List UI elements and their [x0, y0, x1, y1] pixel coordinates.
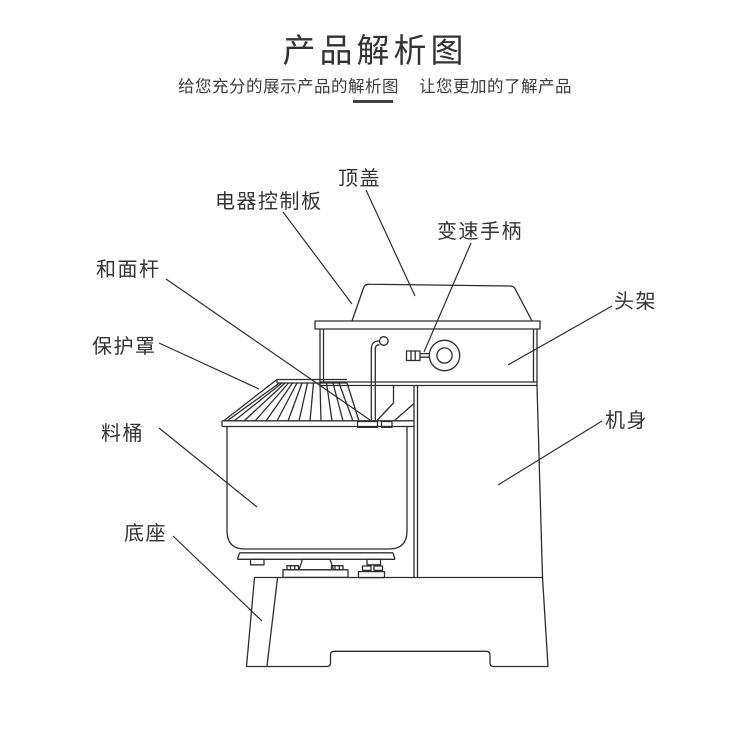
page-subtitle: 给您充分的展示产品的解析图 让您更加的了解产品 [0, 73, 750, 97]
handle-hub-inner-circle [436, 347, 453, 364]
label-protective-cover: 保护罩 [92, 336, 157, 358]
machine-body-column [413, 385, 544, 578]
pedestal-plate [282, 569, 349, 579]
leader-dough-rod [165, 278, 371, 421]
subtitle-left: 给您充分的展示产品的解析图 [178, 78, 399, 96]
bowl-pedestal [236, 552, 396, 579]
label-speed-handle: 变速手柄 [437, 221, 523, 243]
subtitle-right: 让您更加的了解产品 [419, 78, 572, 96]
pedestal-bracket-right [357, 570, 386, 579]
bowl-rim-band [221, 420, 414, 428]
base-shape [245, 576, 549, 668]
guard-left-outline [223, 378, 280, 422]
label-dough-rod: 和面杆 [96, 259, 161, 281]
head-frame-box [319, 329, 538, 387]
label-top-cover: 顶盖 [338, 168, 381, 190]
leader-base [172, 535, 263, 622]
dough-rod-shape [356, 336, 393, 428]
leader-lines [158, 189, 613, 622]
pedestal-foot-right [366, 558, 382, 566]
leader-speed-handle [423, 242, 472, 353]
label-base: 底座 [124, 523, 167, 545]
material-barrel-shape [226, 426, 408, 550]
speed-handle-shape [405, 339, 461, 372]
guard-right-outline [346, 382, 360, 422]
leader-head-frame [507, 305, 613, 366]
leader-machine-body [497, 420, 603, 486]
label-control-panel: 电器控制板 [215, 191, 323, 213]
leader-protective-cover [158, 342, 260, 390]
label-head-frame: 头架 [614, 291, 657, 313]
title-divider-line [353, 100, 393, 103]
chute-shape [376, 385, 415, 421]
mixer-head-group [314, 283, 541, 428]
label-machine-body: 机身 [605, 410, 648, 432]
leader-top-cover [365, 189, 416, 297]
handle-hub-outer-circle [428, 339, 461, 372]
pedestal-foot-left [249, 558, 265, 566]
head-top-band [314, 320, 541, 330]
pedestal-hub [298, 558, 335, 571]
label-material-barrel: 料桶 [101, 423, 144, 445]
page-title: 产品解析图 [282, 32, 468, 69]
base-inner-edge [266, 577, 279, 667]
top-cover-shape [351, 283, 533, 322]
leader-material-barrel [158, 427, 258, 508]
leader-control-panel [282, 211, 353, 305]
guard-ribs [233, 382, 354, 422]
